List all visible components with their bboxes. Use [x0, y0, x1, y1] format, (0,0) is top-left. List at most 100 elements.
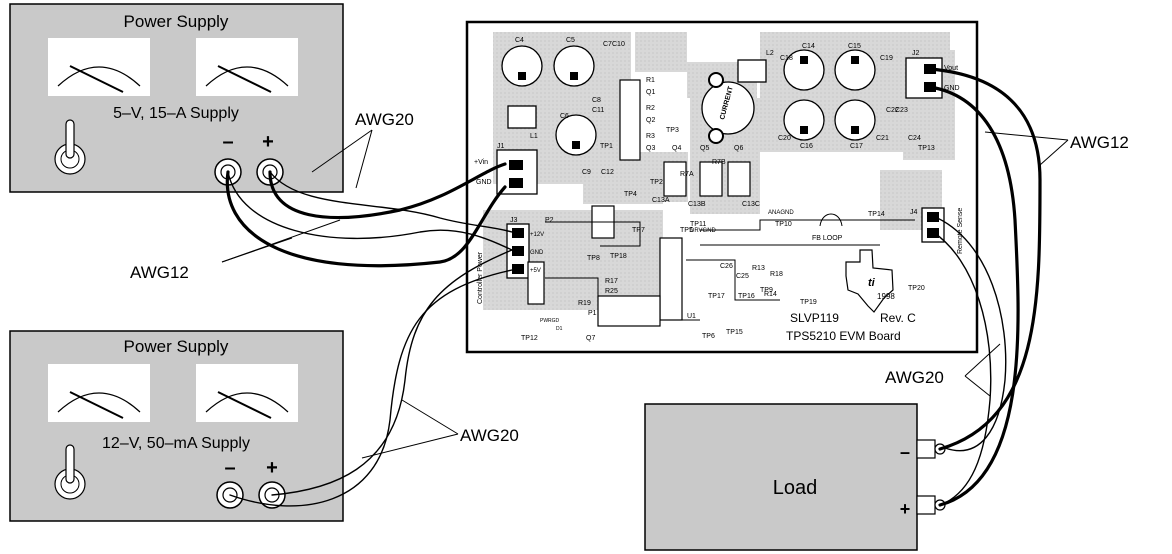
- component-label-c20: C20: [778, 135, 791, 142]
- component-label-tp16: TP16: [738, 293, 755, 300]
- component-label-tp14: TP14: [868, 211, 885, 218]
- component-label-c9: C9: [582, 169, 591, 176]
- component-label-c22: C22: [886, 107, 899, 114]
- component-label-r7a: R7A: [680, 171, 694, 178]
- anagnd-label: ANAGND: [768, 210, 794, 216]
- meter-right-icon: [196, 38, 298, 96]
- pwrgd-label: PWRGD: [540, 318, 560, 324]
- component-label-c13b: C13B: [688, 201, 706, 208]
- p1-label: P1: [588, 310, 597, 317]
- component-label-c17: C17: [850, 143, 863, 150]
- ti-logo-icon: ti: [868, 277, 876, 289]
- leader-lines: [221, 129, 1069, 459]
- terminal-minus-label: –: [222, 131, 233, 153]
- j2-vout-label: Vout: [944, 65, 958, 72]
- j3-12v-label: +12V: [530, 232, 544, 238]
- awg12-left-label: AWG12: [130, 263, 189, 282]
- load-minus-label: –: [900, 442, 910, 462]
- power-supply-5v-title: Power Supply: [124, 12, 229, 31]
- component-label-r3: R3: [646, 133, 655, 140]
- awg12-right-label: AWG12: [1070, 133, 1129, 152]
- power-switch-icon[interactable]: [54, 119, 86, 175]
- component-label-tp11: TP11: [690, 221, 706, 228]
- component-label-tp1: TP1: [600, 143, 613, 150]
- component-label-tp10: TP10: [775, 221, 792, 228]
- power-supply-12v-title: Power Supply: [124, 337, 229, 356]
- component-label-tp8: TP8: [587, 255, 600, 262]
- component-label-c23: C23: [895, 107, 908, 114]
- meter-left-icon: [48, 364, 150, 422]
- component-label-tp4: TP4: [624, 191, 637, 198]
- component-label-tp15: TP15: [726, 329, 743, 336]
- load-label: Load: [773, 477, 818, 499]
- component-label-p2: P2: [545, 217, 554, 224]
- meter-left-icon: [48, 38, 150, 96]
- terminal-plus-label: +: [266, 457, 278, 479]
- component-label-c25: C25: [736, 273, 749, 280]
- component-label-tp12: TP12: [521, 335, 538, 342]
- terminal-plus-label: +: [262, 131, 274, 153]
- j4-side-label: Remote Sense: [957, 208, 964, 254]
- component-label-q7: Q7: [586, 335, 595, 342]
- board-title-line2: TPS5210 EVM Board: [786, 329, 901, 343]
- meter-right-icon: [196, 364, 298, 422]
- component-label-q4: Q4: [672, 145, 681, 152]
- component-label-q5: Q5: [700, 145, 709, 152]
- component-label-r14: R14: [764, 291, 777, 298]
- component-label-c24: C24: [908, 135, 921, 142]
- j3-label: J3: [510, 217, 518, 224]
- j1-vin-label: +Vin: [474, 159, 488, 166]
- component-label-tp7: TP7: [632, 227, 645, 234]
- component-label-r18: R18: [770, 271, 783, 278]
- component-label-l1: L1: [530, 133, 538, 140]
- wire-gauge-labels: AWG20 AWG12 AWG20 AWG12 AWG20: [130, 110, 1129, 445]
- load-terminal-plus-icon[interactable]: [916, 495, 946, 515]
- terminal-minus-label: –: [224, 457, 235, 479]
- component-label-c5: C5: [566, 37, 575, 44]
- component-label-c19: C19: [880, 55, 893, 62]
- component-label-c13a: C13A: [652, 197, 670, 204]
- load-plus-label: +: [900, 499, 911, 519]
- component-label-c4: C4: [515, 37, 524, 44]
- load-box: Load – +: [644, 403, 946, 551]
- component-label-c11: C11: [592, 107, 604, 114]
- component-label-c14: C14: [802, 43, 815, 50]
- component-label-r1: R1: [646, 77, 655, 84]
- component-label-c12: C12: [601, 169, 614, 176]
- component-label-c21: C21: [876, 135, 889, 142]
- awg20-top-label: AWG20: [355, 110, 414, 129]
- power-supply-12v-rating: 12–V, 50–mA Supply: [102, 435, 250, 452]
- j2-gnd-label: GND: [944, 85, 960, 92]
- d1-label: D1: [556, 326, 563, 332]
- j1-label: J1: [497, 143, 505, 150]
- component-label-tp5: TP5: [680, 227, 693, 234]
- j3-5v-label: +5V: [530, 268, 541, 274]
- component-label-c15: C15: [848, 43, 861, 50]
- component-label-q2: Q2: [646, 117, 655, 124]
- component-label-r17: R17: [605, 278, 618, 285]
- power-supply-5v-rating: 5–V, 15–A Supply: [113, 105, 239, 122]
- board-year: 1998: [877, 292, 895, 301]
- component-label-tp18: TP18: [610, 253, 627, 260]
- j4-label: J4: [910, 209, 918, 216]
- component-label-c26: C26: [720, 263, 733, 270]
- j2-label: J2: [912, 50, 920, 57]
- power-switch-icon[interactable]: [54, 444, 86, 500]
- load-terminal-minus-icon[interactable]: [916, 439, 946, 459]
- drvgnd-label: DRVGND: [690, 228, 717, 234]
- component-label-c8: C8: [592, 97, 601, 104]
- component-label-c18: C18: [780, 55, 793, 62]
- component-label-l2: L2: [766, 50, 774, 57]
- power-supply-12v: Power Supply 12–V, 50–mA Supply – +: [9, 330, 344, 522]
- awg20-right-label: AWG20: [885, 368, 944, 387]
- u1-label: U1: [687, 313, 696, 320]
- component-label-c6: C6: [560, 113, 569, 120]
- j1-gnd-label: GND: [476, 179, 492, 186]
- board-title-line1: SLVP119: [790, 311, 839, 325]
- texas-logo-icon: [845, 249, 894, 313]
- component-label-r7b: R7B: [712, 159, 726, 166]
- component-label-r2: R2: [646, 105, 655, 112]
- component-label-tp2: TP2: [650, 179, 663, 186]
- component-label-c13c: C13C: [742, 201, 760, 208]
- component-label-r19: R19: [578, 300, 591, 307]
